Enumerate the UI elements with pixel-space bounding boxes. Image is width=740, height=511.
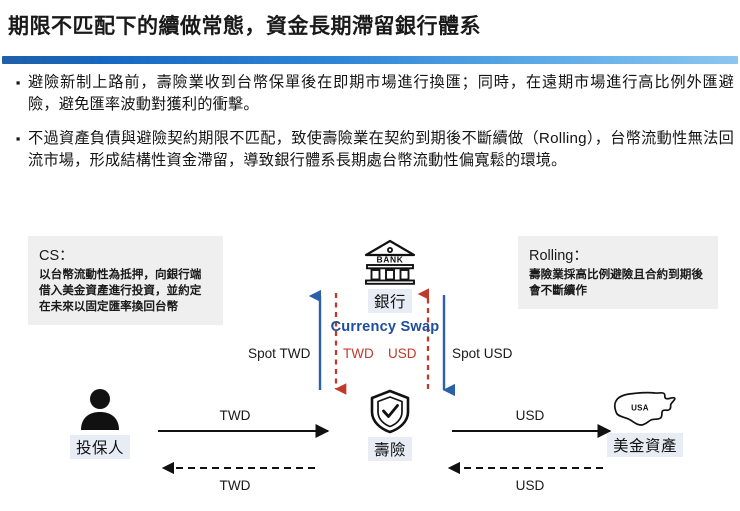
list-item: ▪ 避險新制上路前，壽險業收到台幣保單後在即期市場進行換匯；同時，在遠期市場進行… bbox=[8, 72, 734, 116]
usa-map-icon: USA bbox=[614, 391, 676, 426]
shield-check-icon bbox=[370, 389, 410, 434]
bank-icon: BANK bbox=[364, 239, 416, 285]
diagram-node-bank: BANK 銀行 bbox=[345, 238, 435, 313]
diagram-node-usd-asset: USA 美金資產 bbox=[595, 388, 695, 457]
bullet-marker-icon: ▪ bbox=[15, 75, 21, 90]
bullet-list: ▪ 避險新制上路前，壽險業收到台幣保單後在即期市場進行換匯；同時，在遠期市場進行… bbox=[8, 72, 734, 184]
currency-swap-title: Currency Swap bbox=[330, 319, 440, 335]
diagram-node-usd-asset-label: 美金資產 bbox=[606, 433, 683, 457]
svg-text:USA: USA bbox=[631, 404, 649, 413]
flow-label-twd-return: TWD bbox=[219, 478, 251, 493]
swap-leg-label-twd: TWD bbox=[343, 346, 374, 361]
swap-leg-label-usd: USD bbox=[388, 346, 417, 361]
spot-usd-label: Spot USD bbox=[452, 346, 513, 361]
svg-text:BANK: BANK bbox=[377, 255, 404, 265]
note-rolling-title: Rolling： bbox=[529, 248, 588, 264]
bullet-text: 不過資產負債與避險契約期限不匹配，致使壽險業在契約到期後不斷續做（Rolling… bbox=[28, 130, 734, 169]
note-box-cs: CS： 以台幣流動性為抵押，向銀行端借入美金資產進行投資，並約定在未來以固定匯率… bbox=[28, 236, 223, 325]
page-title: 期限不匹配下的續做常態，資金長期滯留銀行體系 bbox=[8, 15, 481, 38]
title-divider bbox=[2, 56, 738, 64]
bullet-marker-icon: ▪ bbox=[15, 131, 21, 146]
bullet-text: 避險新制上路前，壽險業收到台幣保單後在即期市場進行換匯；同時，在遠期市場進行高比… bbox=[28, 74, 734, 113]
flow-label-twd-forward: TWD bbox=[219, 408, 251, 423]
flow-label-usd-return: USD bbox=[515, 478, 545, 493]
diagram-node-insurer: 壽險 bbox=[345, 388, 435, 461]
note-box-rolling: Rolling： 壽險業採高比例避險且合約到期後會不斷續作 bbox=[518, 236, 718, 309]
person-icon bbox=[81, 389, 119, 430]
diagram-node-policyholder: 投保人 bbox=[55, 388, 145, 459]
diagram-node-policyholder-label: 投保人 bbox=[69, 435, 130, 459]
diagram-node-bank-label: 銀行 bbox=[367, 289, 412, 313]
note-rolling-body: 壽險業採高比例避險且合約到期後會不斷續作 bbox=[529, 268, 703, 297]
note-cs-title: CS： bbox=[39, 248, 74, 264]
flow-label-usd-forward: USD bbox=[515, 408, 545, 423]
list-item: ▪ 不過資產負債與避險契約期限不匹配，致使壽險業在契約到期後不斷續做（Rolli… bbox=[8, 128, 734, 172]
diagram-node-insurer-label: 壽險 bbox=[367, 437, 412, 461]
spot-twd-label: Spot TWD bbox=[248, 346, 311, 361]
note-cs-body: 以台幣流動性為抵押，向銀行端借入美金資產進行投資，並約定在未來以固定匯率換回台幣 bbox=[39, 268, 202, 313]
